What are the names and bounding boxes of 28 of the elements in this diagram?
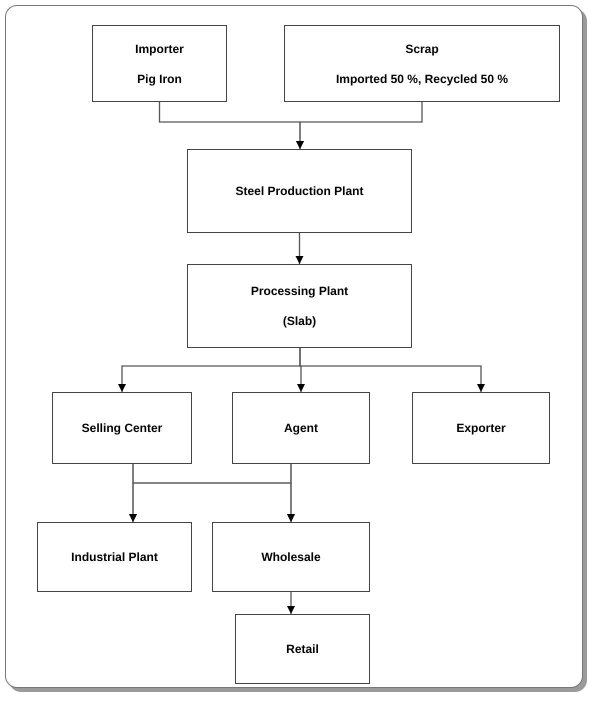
arrow <box>287 464 295 522</box>
process-box <box>232 392 370 464</box>
box-subtitle: Pig Iron <box>137 70 182 88</box>
box-title: Wholesale <box>261 549 321 566</box>
box-title: Steel Production Plant <box>235 183 364 200</box>
process-box <box>187 264 412 348</box>
box-title: Retail <box>286 641 319 658</box>
process-box <box>37 522 192 592</box>
arrow <box>296 102 423 149</box>
process-box <box>412 392 550 464</box>
box-subtitle: Imported 50 %, Recycled 50 % <box>336 70 508 88</box>
process-box <box>187 149 412 233</box>
box-title: Processing Plant <box>250 283 348 300</box>
arrow <box>296 233 304 264</box>
arrow <box>299 348 485 392</box>
box-title: Scrap <box>405 40 439 58</box>
box-subtitle: (Slab) <box>282 313 316 330</box>
box-title: Exporter <box>456 420 506 437</box>
box-title: Agent <box>284 420 318 437</box>
arrow <box>287 592 295 614</box>
process-box <box>284 25 560 102</box>
process-box <box>92 25 227 102</box>
box-title: Importer <box>135 40 184 58</box>
box-title: Industrial Plant <box>71 549 158 566</box>
process-box <box>52 392 192 464</box>
process-box <box>212 522 370 592</box>
process-box <box>235 614 370 684</box>
box-title: Selling Center <box>82 420 162 437</box>
